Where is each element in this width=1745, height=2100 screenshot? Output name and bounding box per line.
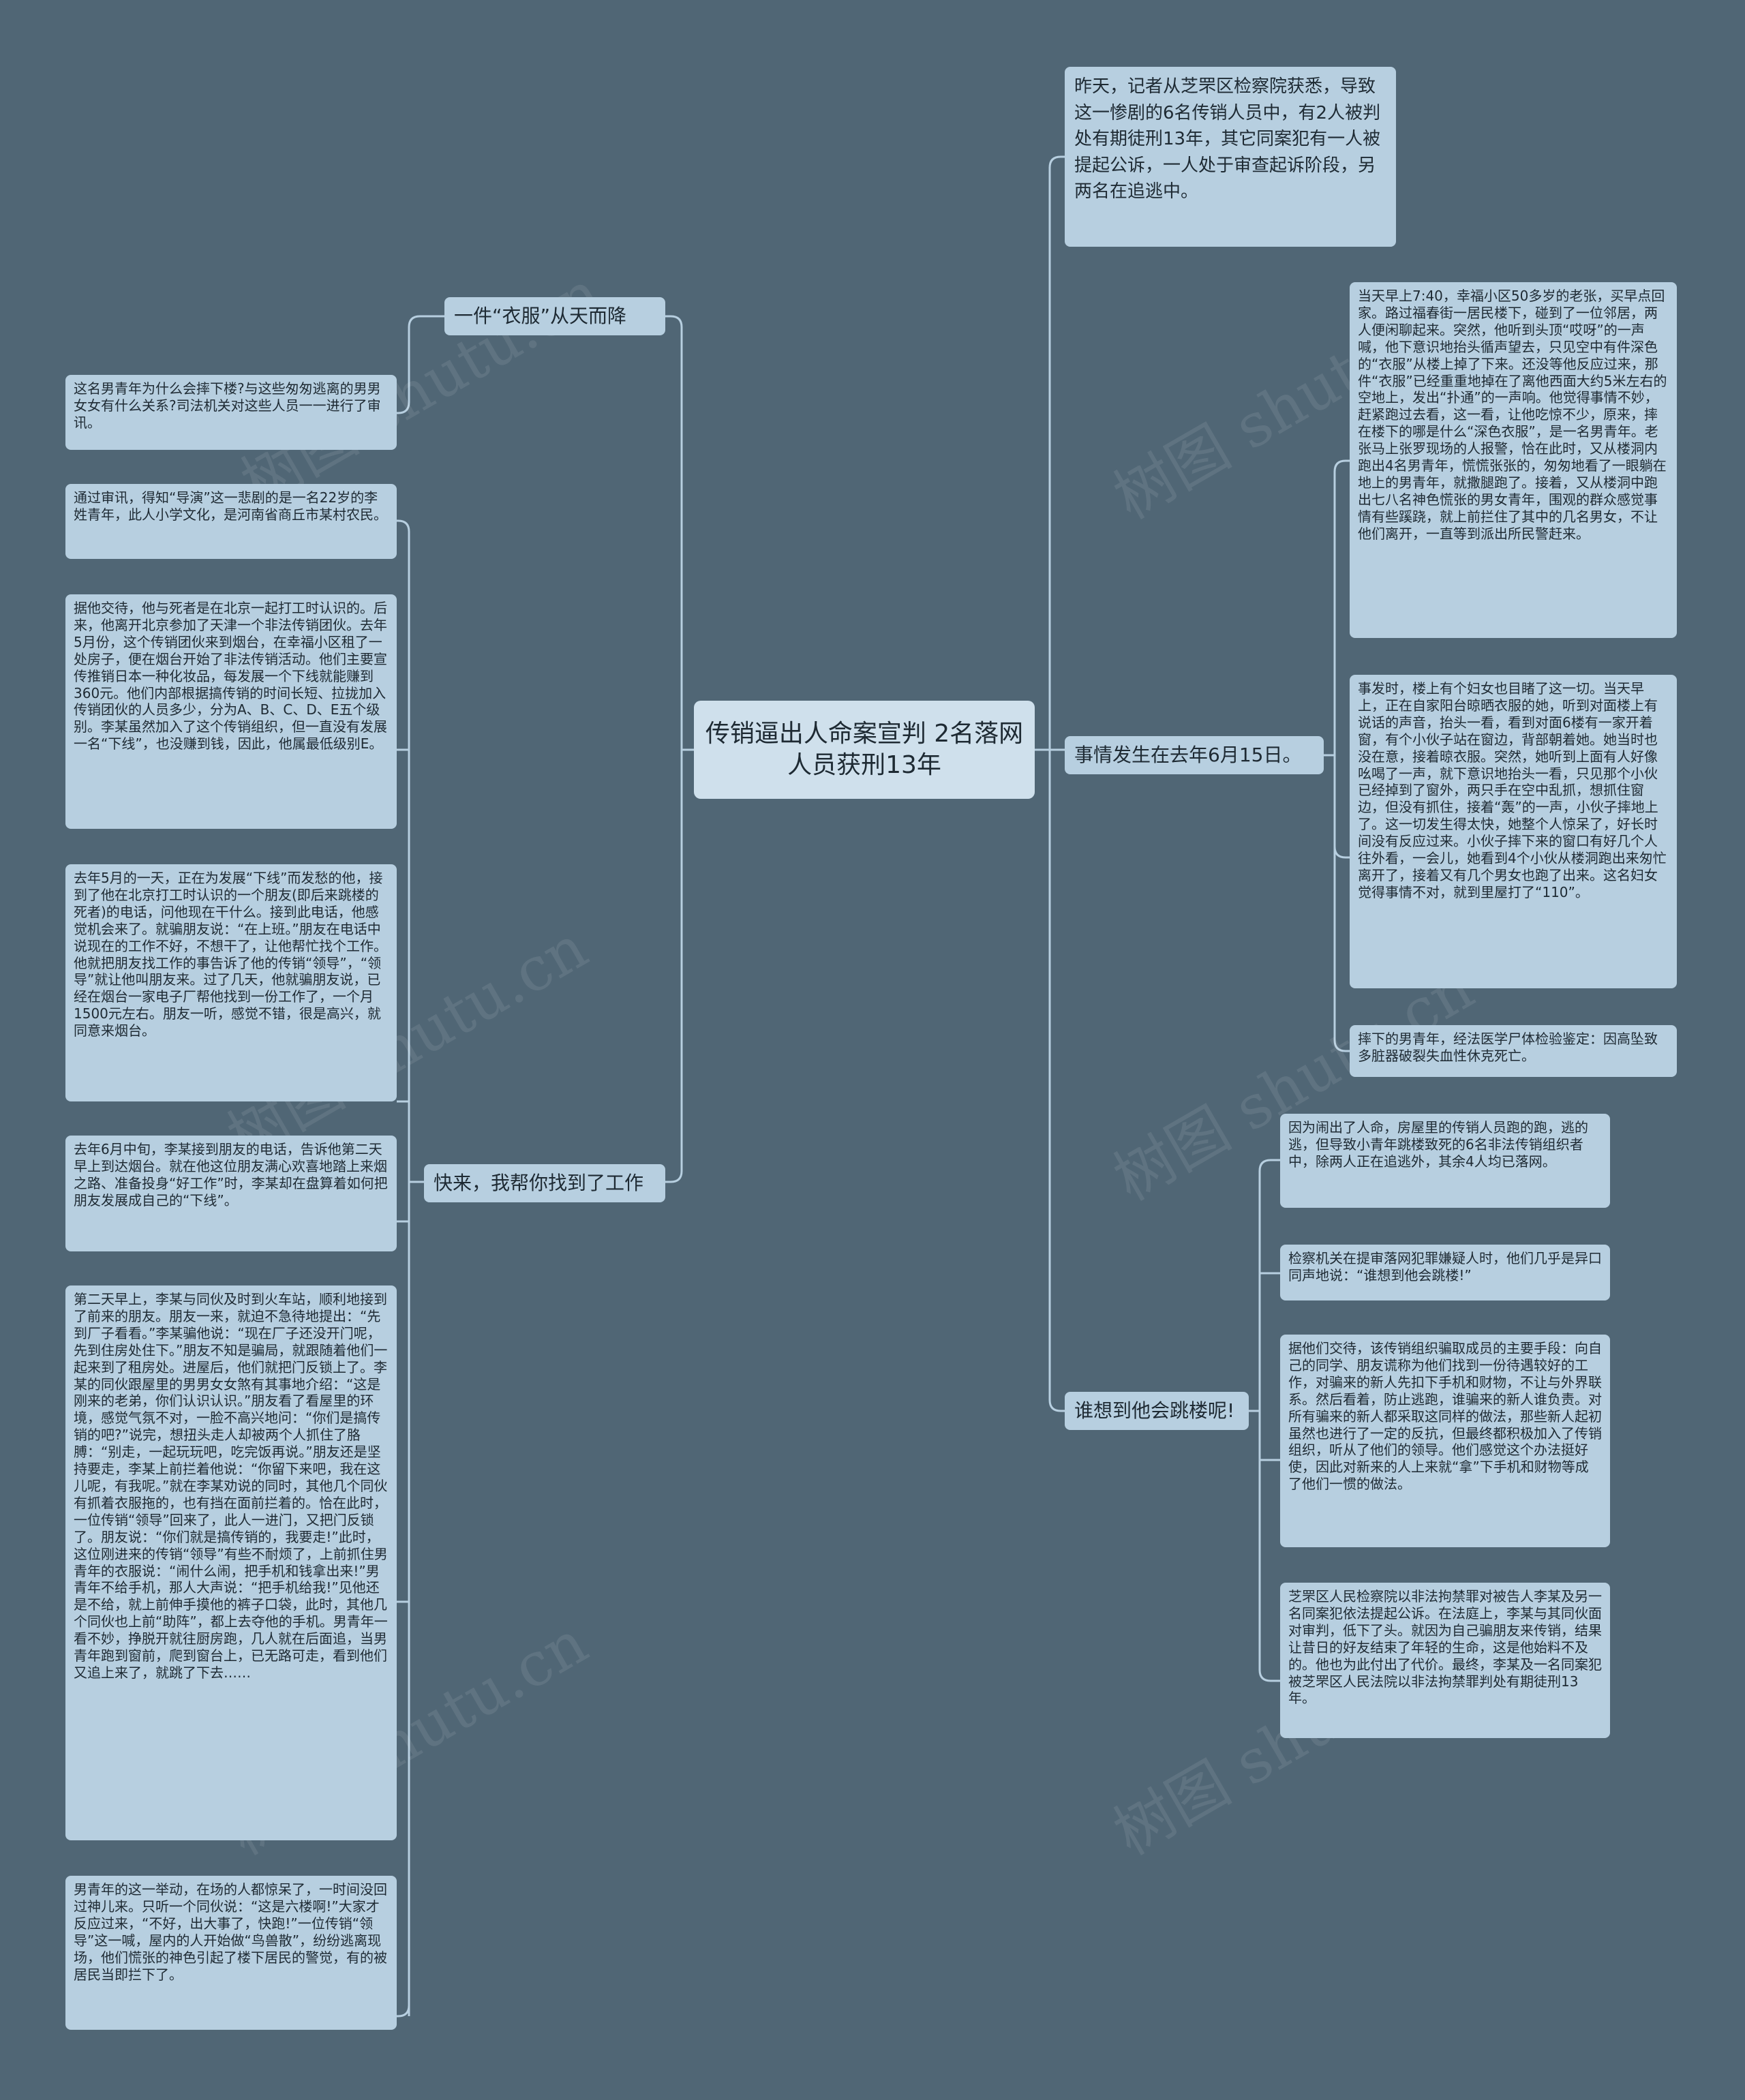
link-root-left1 bbox=[665, 315, 694, 751]
leaf-confrontation[interactable]: 第二天早上，李某与同伙及时到火车站，顺利地接到了前来的朋友。朋友一来，就迫不急待… bbox=[65, 1285, 397, 1840]
leaf-sentence-summary[interactable]: 昨天，记者从芝罘区检察院获悉，导致这一惨剧的6名传销人员中，有2人被判处有期徒刑… bbox=[1065, 67, 1396, 247]
link-r1-leaf2 bbox=[1324, 754, 1350, 859]
leaf-interrogation-intro[interactable]: 这名男青年为什么会摔下楼?与这些匆匆逃离的男男女女有什么关系?司法机关对这些人员… bbox=[65, 375, 397, 450]
leaf-suspects-quote[interactable]: 检察机关在提审落网犯罪嫌疑人时，他们几乎是异口同声地说：“谁想到他会跳楼!” bbox=[1280, 1245, 1610, 1300]
link-l2-bus bbox=[408, 1181, 424, 2016]
link-r2-leaf3b bbox=[1249, 1410, 1280, 1461]
link-r2-leaf1 bbox=[1258, 1159, 1280, 1411]
link-r1-leaf3 bbox=[1333, 847, 1350, 1052]
leaf-witness-woman[interactable]: 事发时，楼上有个妇女也目睹了这一切。当天早上，正在自家阳台晾晒衣服的她，听到对面… bbox=[1350, 675, 1677, 988]
branch-found-you-a-job[interactable]: 快来，我帮你找到了工作 bbox=[424, 1164, 665, 1202]
link-l2-leaf7 bbox=[397, 2005, 410, 2018]
link-r1-leaf1 bbox=[1333, 459, 1350, 755]
leaf-aftermath-flee[interactable]: 男青年的这一举动，在场的人都惊呆了，一时间没回过神儿来。只听一个同伙说：“这是六… bbox=[65, 1876, 397, 2030]
leaf-autopsy[interactable]: 摔下的男青年，经法医学尸体检验鉴定：因高坠致多脏器破裂失血性休克死亡。 bbox=[1350, 1025, 1677, 1077]
leaf-verdict[interactable]: 芝罘区人民检察院以非法拘禁罪对被告人李某及另一名同案犯依法提起公诉。在法庭上，李… bbox=[1280, 1583, 1610, 1738]
link-l1-leaf1 bbox=[397, 315, 447, 414]
leaf-witness-zhang[interactable]: 当天早上7:40，幸福小区50多岁的老张，买早点回家。路过福春街一居民楼下，碰到… bbox=[1350, 282, 1677, 638]
leaf-arrival-plan[interactable]: 去年6月中旬，李某接到朋友的电话，告诉他第二天早上到达烟台。就在他这位朋友满心欢… bbox=[65, 1136, 397, 1251]
leaf-arrests[interactable]: 因为闹出了人命，房屋里的传销人员跑的跑，逃的逃，但导致小青年跳楼致死的6名非法传… bbox=[1280, 1114, 1610, 1208]
root-topic[interactable]: 传销逼出人命案宣判 2名落网人员获刑13年 bbox=[694, 701, 1035, 799]
branch-who-expected-jump[interactable]: 谁想到他会跳楼呢! bbox=[1065, 1392, 1249, 1430]
branch-clothes-from-sky[interactable]: 一件“衣服”从天而降 bbox=[444, 297, 665, 335]
link-root-right-top bbox=[1035, 155, 1065, 751]
link-root-right2 bbox=[1048, 750, 1065, 1412]
link-root-left2 bbox=[665, 748, 694, 1183]
leaf-phone-call[interactable]: 去年5月的一天，正在为发展“下线”而发愁的他，接到了他在北京打工时认识的一个朋友… bbox=[65, 864, 397, 1101]
leaf-mlm-methods[interactable]: 据他们交待，该传销组织骗取成员的主要手段：向自己的同学、朋友谎称为他们找到一份待… bbox=[1280, 1335, 1610, 1547]
branch-date-of-incident[interactable]: 事情发生在去年6月15日。 bbox=[1065, 736, 1324, 774]
link-r2-leaf4 bbox=[1258, 1459, 1280, 1682]
leaf-suspect-identity[interactable]: 通过审讯，得知“导演”这一悲剧的是一名22岁的李姓青年，此人小学文化，是河南省商… bbox=[65, 484, 397, 559]
link-l2-leaf2 bbox=[397, 519, 410, 1182]
leaf-mlm-background[interactable]: 据他交待，他与死者是在北京一起打工时认识的。后来，他离开北京参加了天津一个非法传… bbox=[65, 594, 397, 829]
